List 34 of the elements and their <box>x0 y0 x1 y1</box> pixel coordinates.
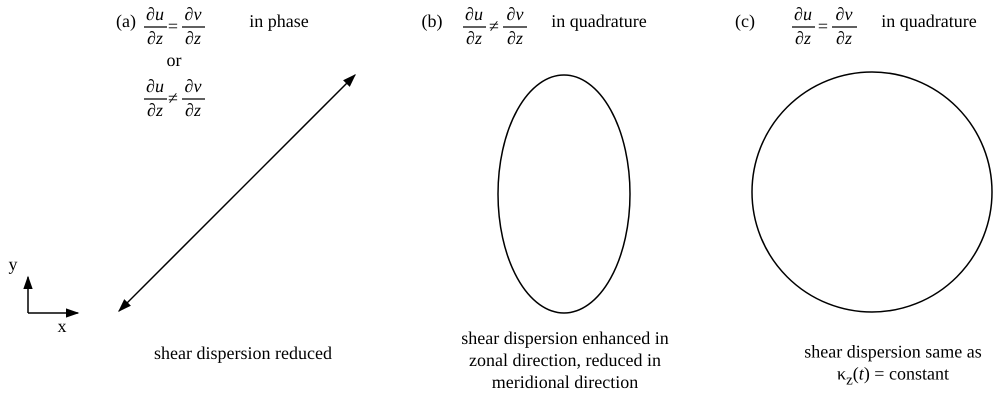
math-term: ∂z <box>147 28 163 50</box>
connective-text: or <box>166 50 182 72</box>
math-term: ∂u <box>146 4 164 26</box>
axis-label: y <box>8 254 18 276</box>
caption-text: shear dispersion same as κ$_{z}$(t) = constant <box>803 340 983 390</box>
math-operator: = <box>168 16 178 38</box>
math-term: ∂v <box>836 4 852 26</box>
phase-label: in quadrature <box>551 11 647 33</box>
math-operator: = <box>818 16 828 38</box>
math-term: ∂z <box>185 28 201 50</box>
math-term: ∂v <box>184 4 202 26</box>
math-term: ∂z <box>185 100 201 122</box>
math-term: ∂z <box>836 28 852 50</box>
math-term: ∂v <box>184 76 202 98</box>
math-term: ∂z <box>507 28 523 50</box>
math-operator: ≠ <box>489 16 499 38</box>
math-term: ∂u <box>465 4 483 26</box>
math-term: ∂z <box>795 28 811 50</box>
math-term: ∂u <box>146 76 164 98</box>
panel-label: (a) <box>116 11 136 33</box>
phase-label: in phase <box>249 11 309 33</box>
panel-label: (b) <box>422 11 442 33</box>
phase-label: in quadrature <box>881 11 977 33</box>
math-term: ∂z <box>147 100 163 122</box>
math-term: ∂v <box>506 4 524 26</box>
hodograph-ellipse <box>497 74 631 314</box>
caption-text: shear dispersion enhanced in zonal direction, reduced in meridional direction <box>460 327 670 393</box>
axis-label: x <box>58 316 66 338</box>
panel-label: (c) <box>735 11 755 33</box>
math-term: ∂z <box>466 28 482 50</box>
hodograph-circle <box>751 71 993 313</box>
math-operator: ≠ <box>168 88 178 110</box>
caption-text: shear dispersion reduced <box>154 343 332 365</box>
math-term: ∂u <box>794 4 812 26</box>
